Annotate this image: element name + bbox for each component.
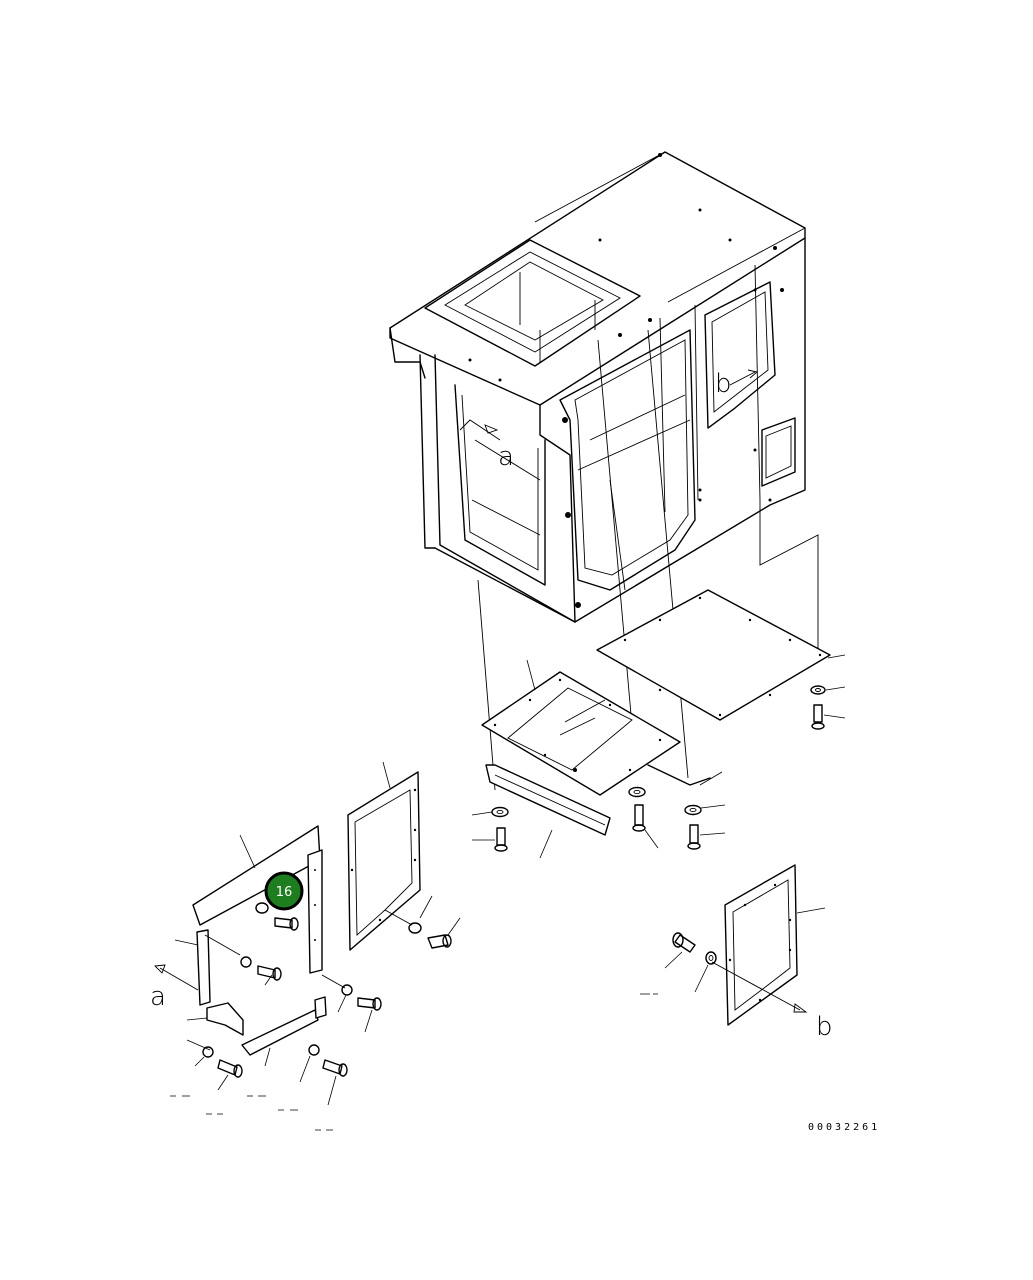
- ref-label-a-upper: a: [498, 442, 514, 472]
- washer-bolt-left-mid: [240, 956, 282, 986]
- side-cover-right: [711, 864, 826, 1026]
- side-cover-left-strip: [307, 849, 323, 974]
- dashed-marks: [170, 1095, 333, 1131]
- washer-bolt-left-rear: [384, 895, 461, 949]
- floor-plate-right: [596, 589, 846, 721]
- washer-bolt-lower-right: [640, 932, 717, 995]
- reference-lines: [477, 329, 689, 791]
- callout-number: 16: [276, 885, 293, 900]
- ref-label-a-lower: a: [150, 982, 166, 1012]
- washer-bolt-left-strip: [321, 974, 382, 1033]
- bracket-long: [241, 996, 327, 1067]
- floor-strip: [485, 764, 723, 859]
- drawing-code: 00032261: [808, 1122, 880, 1133]
- washer-bolt-left-upper: [255, 902, 299, 931]
- arrow-a-lower: [159, 967, 199, 991]
- callout-badge-16[interactable]: 16: [264, 871, 304, 911]
- washer-bolt-center-left: [471, 806, 509, 852]
- side-cover-left-rear: [347, 761, 421, 951]
- washer-bolt-center-mid: [628, 786, 659, 849]
- washer-bolt-bracket-bottom: [299, 1044, 348, 1106]
- washer-bolt-right: [810, 685, 846, 730]
- ref-label-b-lower: b: [816, 1012, 833, 1042]
- floor-plate-center: [481, 659, 681, 796]
- bracket-left: [186, 1002, 244, 1051]
- washer-bolt-left-bottom: [194, 1046, 243, 1091]
- side-cover-left-lower: [174, 929, 241, 1006]
- washer-bolt-center-right: [684, 804, 726, 850]
- cab-assembly: [389, 151, 819, 650]
- ref-label-b-upper: b: [715, 369, 732, 399]
